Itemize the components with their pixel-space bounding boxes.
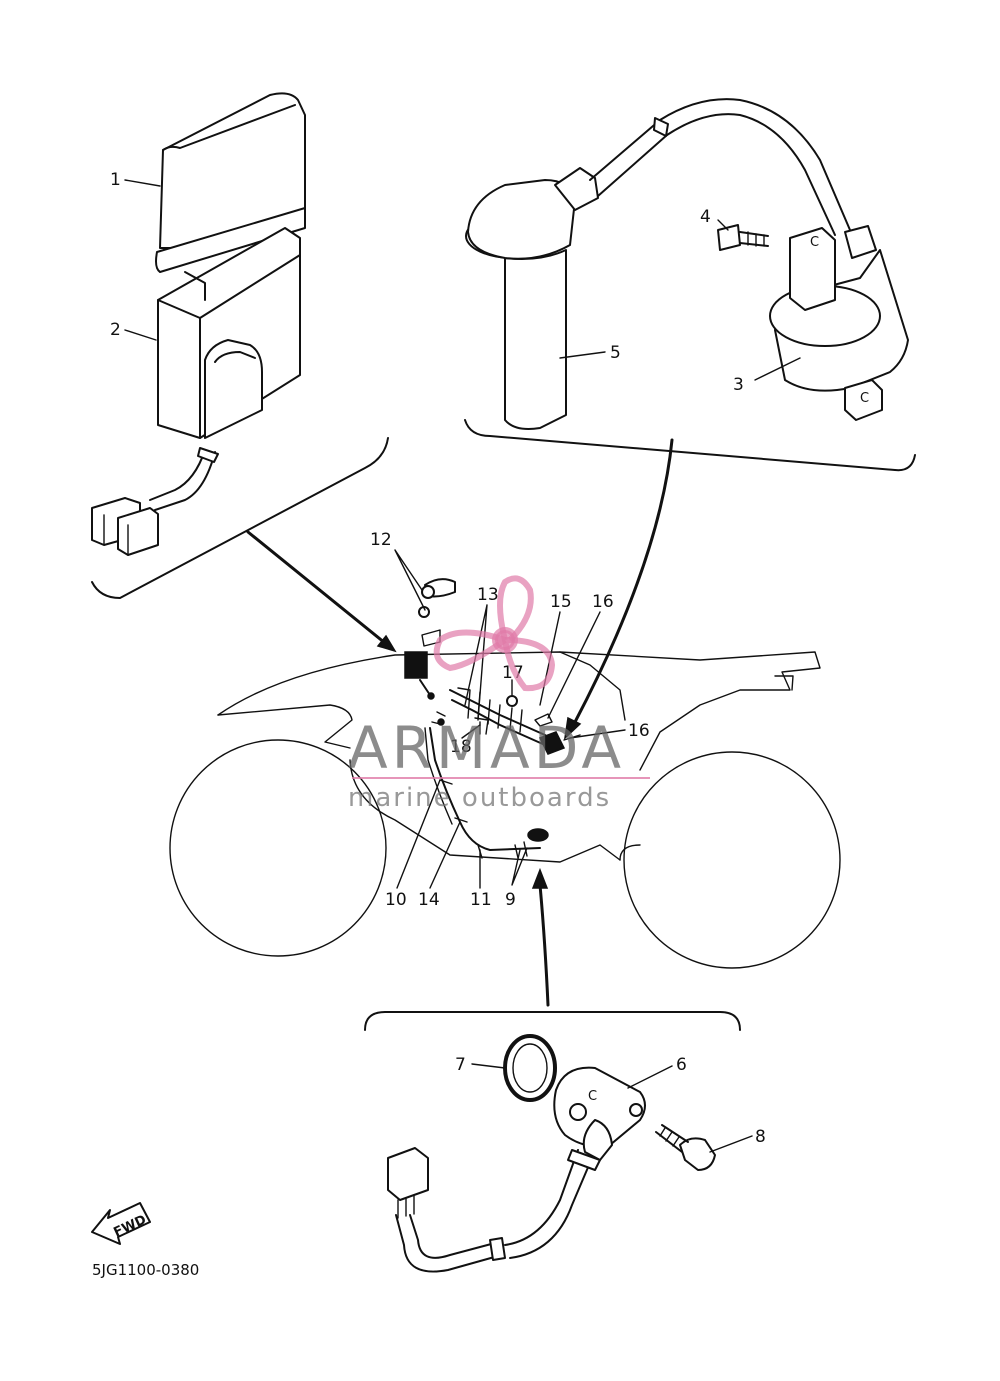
callout-6: 6 (676, 1055, 687, 1075)
svg-text:C: C (810, 235, 819, 250)
callout-12: 12 (370, 530, 392, 550)
svg-text:C: C (860, 391, 869, 406)
front-wheel (623, 751, 841, 969)
callout-16-upper: 16 (592, 592, 614, 612)
fwd-arrow-icon: FWD (91, 1202, 151, 1245)
callout-9: 9 (505, 890, 516, 910)
cdi-group-bracket (91, 437, 389, 599)
callout-3: 3 (733, 375, 744, 395)
callout-2: 2 (110, 320, 121, 340)
callout-7: 7 (455, 1055, 466, 1075)
ignition-coil-group: C C (465, 98, 909, 430)
watermark-brand: ARMADA (348, 714, 625, 782)
watermark-tagline: marine outboards (348, 783, 611, 813)
pickup-group-bracket (364, 1011, 741, 1031)
armada-watermark: ARMADA marine outboards (348, 575, 650, 813)
pickup-coil-part (553, 1066, 646, 1148)
callout-13: 13 (477, 585, 499, 605)
pickup-coil-group: C (387, 1034, 716, 1273)
wire-harness (404, 578, 581, 859)
callout-4: 4 (700, 207, 711, 227)
callout-10: 10 (385, 890, 407, 910)
motorcycle-outline (169, 651, 841, 969)
callout-18: 18 (450, 737, 472, 757)
callout-1: 1 (110, 170, 121, 190)
callout-11: 11 (470, 890, 492, 910)
bolt-part-8 (679, 1137, 716, 1171)
cdi-unit-group (91, 92, 306, 556)
callout-15: 15 (550, 592, 572, 612)
callout-14: 14 (418, 890, 440, 910)
rear-wheel (169, 739, 387, 957)
callout-16-lower: 16 (628, 721, 650, 741)
plug-cap-part (504, 249, 567, 430)
callout-8: 8 (755, 1127, 766, 1147)
callout-labels: 1 2 3 4 5 6 7 8 9 10 11 12 13 14 15 16 1… (110, 170, 766, 1147)
propeller-logo-icon (433, 575, 556, 692)
coil-group-bracket (464, 419, 916, 472)
svg-text:C: C (588, 1089, 597, 1104)
callout-5: 5 (610, 343, 621, 363)
bolt-part-4 (717, 224, 741, 251)
diagram-code: 5JG1100-0380 (92, 1261, 199, 1279)
cdi-bracket-part (157, 227, 301, 439)
